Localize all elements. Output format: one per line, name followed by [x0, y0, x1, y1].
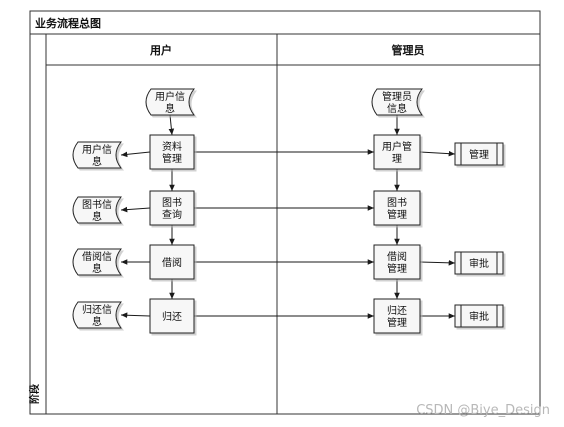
- node-label: 归还: [387, 304, 407, 317]
- node-label: 息: [92, 155, 102, 168]
- edge-user-info-top-to-profile-manage: [168, 114, 175, 136]
- node-label: 图书信: [82, 199, 112, 211]
- stage-label: 阶段: [28, 384, 41, 404]
- process-shape: [149, 244, 195, 280]
- node-manage-sub: 管理: [454, 142, 504, 166]
- node-label: 息: [92, 262, 102, 275]
- node-label: 图书: [162, 197, 182, 209]
- subprocess-shape: [454, 251, 504, 275]
- node-label: 理: [392, 153, 402, 165]
- node-label: 用户信: [82, 143, 112, 156]
- process-shape: [373, 190, 421, 226]
- watermark-text: CSDN @Biye_Design: [416, 403, 550, 418]
- node-label: 借阅: [387, 250, 407, 263]
- process-shape: [149, 134, 195, 170]
- edge-return-to-return-info-out: [120, 312, 151, 319]
- node-label: 管理: [469, 148, 489, 161]
- node-label: 审批: [469, 310, 489, 323]
- process-shape: [373, 244, 421, 280]
- process-shape: [149, 298, 195, 334]
- node-label: 管理: [387, 208, 407, 221]
- lane-header-user: 用户: [150, 43, 172, 57]
- node-label: 息: [92, 210, 102, 223]
- data-shape: [145, 88, 196, 116]
- process-shape: [149, 190, 195, 226]
- data-shape: [72, 141, 123, 169]
- data-shape: [371, 88, 424, 116]
- subprocess-shape: [454, 142, 504, 166]
- process-shape: [373, 298, 421, 334]
- node-label: 资料: [162, 140, 182, 153]
- node-label: 借阅: [162, 256, 182, 269]
- subprocess-shape: [454, 304, 504, 328]
- data-shape: [72, 248, 123, 276]
- edge-borrow-manage-to-approve-1: [419, 260, 456, 266]
- node-label: 息: [92, 315, 102, 328]
- node-label: 管理: [387, 262, 407, 275]
- edge-profile-manage-to-user-info-out: [120, 151, 151, 158]
- node-borrow: 借阅: [149, 244, 195, 280]
- node-label: 用户管: [382, 140, 412, 153]
- nodes-layer: 用户信息管理员信息资料管理用户信息用户管理管理图书查询图书信息图书管理借阅借阅信…: [72, 88, 504, 334]
- edge-book-query-to-book-info-out: [120, 206, 151, 213]
- node-label: 管理员: [382, 90, 412, 103]
- node-label: 归还信: [82, 303, 112, 316]
- node-label: 归还: [162, 310, 182, 323]
- node-label: 管理: [387, 316, 407, 329]
- lane-header-admin: 管理员: [392, 43, 425, 57]
- node-label: 息: [165, 102, 175, 115]
- edges-layer: [120, 114, 456, 319]
- node-approve-1: 审批: [454, 251, 504, 275]
- node-label: 查询: [162, 208, 182, 221]
- node-label: 用户信: [155, 90, 185, 103]
- node-approve-2: 审批: [454, 304, 504, 328]
- node-label: 信息: [387, 102, 407, 115]
- data-shape: [72, 301, 123, 329]
- data-shape: [72, 196, 123, 224]
- diagram-title: 业务流程总图: [35, 16, 101, 30]
- node-label: 图书: [387, 197, 407, 209]
- node-label: 借阅信: [82, 250, 112, 263]
- node-label: 管理: [162, 152, 182, 165]
- process-shape: [373, 134, 421, 170]
- node-label: 审批: [469, 257, 489, 270]
- node-return: 归还: [149, 298, 195, 334]
- swimlane-frame: [29, 10, 541, 415]
- edge-user-manage-to-manage-sub: [419, 150, 456, 157]
